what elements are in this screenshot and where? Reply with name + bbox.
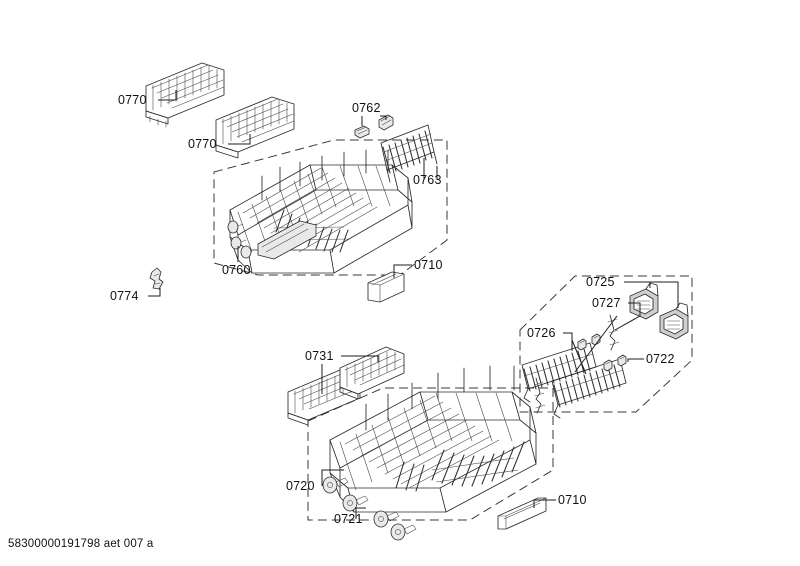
leader-0726-a — [563, 332, 573, 351]
leader-0725 — [624, 281, 679, 308]
roller-wheel — [373, 510, 400, 528]
leader-lines — [148, 90, 679, 519]
footer-code: 58300000191798 aet 007 a — [8, 538, 154, 550]
part-label-0721: 0721 — [334, 512, 363, 526]
part-0774-hook-clip — [149, 267, 164, 290]
group-boundaries — [213, 139, 693, 521]
part-label-0763: 0763 — [413, 173, 442, 187]
leader-0721 — [355, 507, 366, 519]
part-0722-clips — [577, 333, 627, 372]
upper-basket-rollers — [227, 220, 252, 259]
part-label-0770_b: 0770 — [188, 137, 217, 151]
part-0770-rack-b — [215, 96, 295, 159]
boundary-lower-basket — [307, 387, 554, 521]
leader-0770-b — [228, 134, 251, 145]
boundary-upper-basket — [213, 139, 448, 276]
part-0725-bracket-b — [659, 302, 689, 340]
leader-0727-a — [614, 302, 641, 331]
part-label-0760: 0760 — [222, 263, 251, 277]
part-0727-hinges — [533, 314, 620, 414]
part-label-0726: 0726 — [527, 326, 556, 340]
part-label-0731: 0731 — [305, 349, 334, 363]
part-label-0725: 0725 — [586, 275, 615, 289]
part-label-0770_a: 0770 — [118, 93, 147, 107]
part-label-0762: 0762 — [352, 101, 381, 115]
roller-wheel — [322, 476, 349, 494]
part-label-0722: 0722 — [646, 352, 675, 366]
part-0731-rack-b — [339, 346, 405, 400]
part-0710-cup-tray-upper — [367, 271, 405, 303]
leader-0727-b — [574, 315, 618, 373]
roller-wheel — [342, 494, 369, 512]
leader-0762-b — [380, 115, 387, 120]
part-label-0710_a: 0710 — [414, 258, 443, 272]
part-0710-flat-tray-lower — [497, 497, 547, 530]
part-0762-clips — [354, 114, 394, 139]
part-label-0727: 0727 — [592, 296, 621, 310]
roller-wheel — [390, 523, 417, 541]
part-label-0710_b: 0710 — [558, 493, 587, 507]
leader-0710-lower — [533, 499, 556, 508]
leader-0726-b — [571, 339, 587, 375]
part-0770-rack-a — [145, 62, 225, 128]
part-label-0774: 0774 — [110, 289, 139, 303]
leader-0720 — [321, 469, 344, 486]
leader-0770-a — [158, 90, 177, 101]
leader-0731-a — [341, 355, 379, 362]
label-layer: 0770 0770 0762 0763 0760 0710 0774 0725 0727 0726… — [110, 93, 675, 526]
leader-0710-upper — [393, 264, 412, 278]
leader-0774 — [148, 288, 161, 297]
part-0725-bracket-a — [629, 282, 659, 320]
leader-0722 — [627, 358, 644, 362]
boundary-lower-accessories — [519, 275, 693, 413]
part-0721-roller-wheels — [322, 476, 417, 541]
part-0760-upper-basket — [227, 149, 413, 274]
part-label-0720: 0720 — [286, 479, 315, 493]
part-0763-tine-comb — [380, 124, 438, 183]
